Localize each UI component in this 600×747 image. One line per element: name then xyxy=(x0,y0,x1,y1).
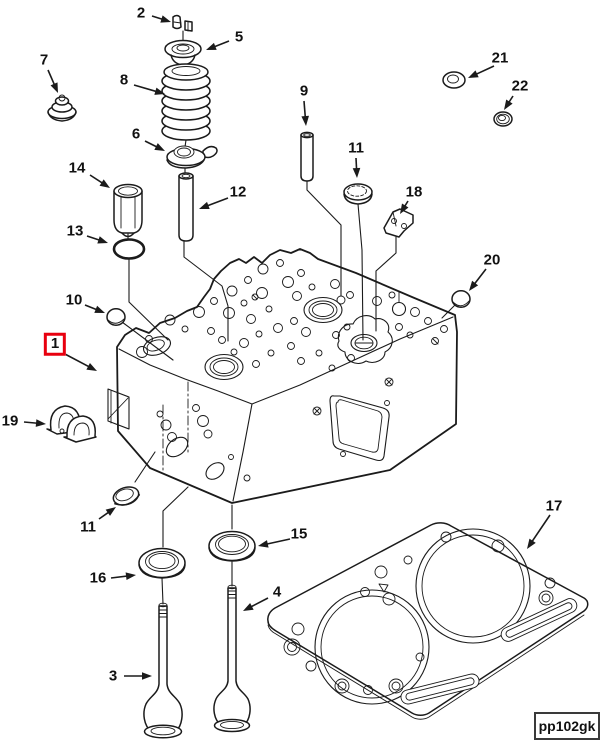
right-face-window xyxy=(329,395,390,462)
front-face-details xyxy=(107,381,251,482)
callout-5[interactable]: 5 xyxy=(234,28,244,46)
valve-spring-drawing xyxy=(161,63,211,141)
washer-large-drawing xyxy=(442,71,466,89)
callout-19[interactable]: 19 xyxy=(1,412,19,430)
callout-12[interactable]: 12 xyxy=(229,183,247,201)
tappet-drawing xyxy=(113,183,143,238)
callout-11-upper[interactable]: 11 xyxy=(348,139,364,157)
washer-small-drawing xyxy=(493,111,513,127)
valve-guide-drawing xyxy=(178,172,194,242)
callout-9[interactable]: 9 xyxy=(299,82,309,100)
callout-8[interactable]: 8 xyxy=(119,71,129,89)
figure-code-label: pp102gk xyxy=(534,712,600,740)
valve-intake-drawing xyxy=(143,602,183,739)
head-gasket-drawing xyxy=(267,522,589,720)
callout-11-lower[interactable]: 11 xyxy=(80,518,96,536)
cup-plug-lower-drawing xyxy=(112,486,141,506)
valve-stem-seal-drawing xyxy=(47,94,77,122)
callout-14[interactable]: 14 xyxy=(68,159,86,177)
plug-left-drawing xyxy=(106,308,126,326)
callout-6[interactable]: 6 xyxy=(131,125,141,143)
spring-rotator-drawing xyxy=(166,145,218,169)
callout-7[interactable]: 7 xyxy=(39,51,49,69)
callout-13[interactable]: 13 xyxy=(66,222,84,240)
cylinder-head-drawing xyxy=(107,248,458,504)
callout-15[interactable]: 15 xyxy=(290,525,308,543)
stud-holes xyxy=(251,293,439,416)
callout-18[interactable]: 18 xyxy=(405,183,423,201)
crosshead-drawing xyxy=(46,405,97,443)
figure-code-text: pp102gk xyxy=(538,718,596,734)
lifting-bracket-drawing xyxy=(383,208,414,238)
valve-keepers-drawing xyxy=(172,14,193,32)
top-face-holes xyxy=(136,259,432,372)
callout-4[interactable]: 4 xyxy=(272,583,282,601)
callout-10[interactable]: 10 xyxy=(65,291,83,309)
valve-seat-intake-drawing xyxy=(138,547,186,579)
callout-22[interactable]: 22 xyxy=(511,77,529,95)
callout-3[interactable]: 3 xyxy=(108,667,118,685)
callout-16[interactable]: 16 xyxy=(89,569,107,587)
valve-seat-exhaust-drawing xyxy=(208,530,256,562)
callout-20[interactable]: 20 xyxy=(483,251,501,269)
callout-1[interactable]: 1 xyxy=(43,332,67,356)
leader-lines xyxy=(121,30,456,605)
callout-21[interactable]: 21 xyxy=(491,49,509,67)
callout-17[interactable]: 17 xyxy=(545,497,563,515)
dowel-tube-drawing xyxy=(300,131,314,182)
plug-right-drawing xyxy=(451,290,471,308)
o-ring-drawing xyxy=(112,238,146,260)
callout-2[interactable]: 2 xyxy=(136,4,146,22)
cup-plug-upper-drawing xyxy=(343,183,373,205)
valve-exhaust-drawing xyxy=(213,584,251,733)
callout-arrows xyxy=(23,15,551,680)
